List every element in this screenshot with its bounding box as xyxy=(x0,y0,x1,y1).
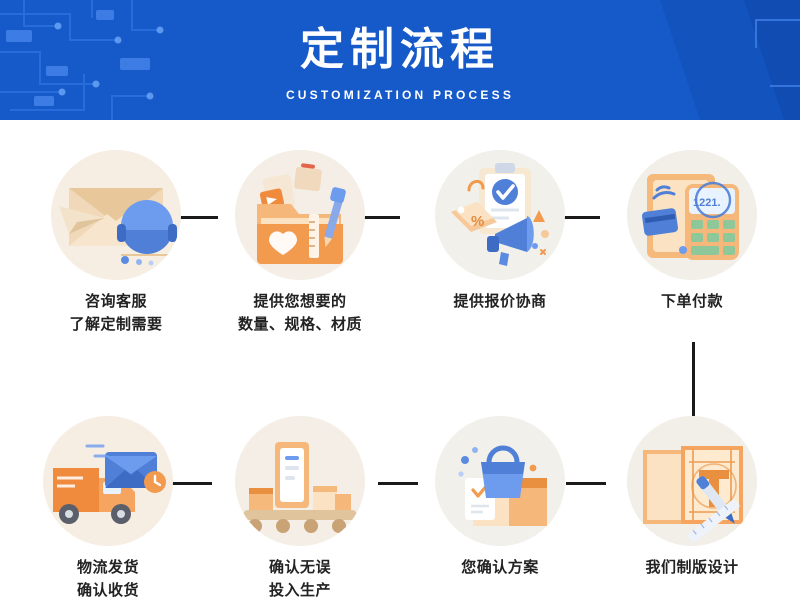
pos-payment-terminal-icon: 1221. xyxy=(627,150,757,280)
process-step-4-label: 下单付款 xyxy=(608,290,776,313)
process-step-7-label: 确认无误 投入生产 xyxy=(216,556,384,602)
process-step-5-label: 我们制版设计 xyxy=(608,556,776,579)
logistics-truck-icon xyxy=(43,416,173,546)
svg-text:1221.: 1221. xyxy=(693,197,721,209)
connector-step1-step2 xyxy=(178,216,218,219)
step-8-line-1: 物流发货 xyxy=(76,559,139,576)
process-step-3: % 提供报价协商 xyxy=(416,150,584,313)
process-step-7: 确认无误 投入生产 xyxy=(216,416,384,602)
connector-step4-step5 xyxy=(692,342,695,460)
plate-making-design-icon xyxy=(627,416,757,546)
step-7-line-1: 确认无误 xyxy=(268,559,331,576)
connector-step2-step3 xyxy=(360,216,400,219)
process-step-1: 咨询客服 了解定制需要 xyxy=(32,150,200,336)
connector-step5-step6 xyxy=(566,482,606,485)
step-1-line-1: 咨询客服 xyxy=(84,293,147,310)
process-step-3-label: 提供报价协商 xyxy=(416,290,584,313)
step-1-line-2: 了解定制需要 xyxy=(69,316,163,333)
connector-step3-step4 xyxy=(560,216,600,219)
connector-step6-step7 xyxy=(378,482,418,485)
step-2-line-1: 提供您想要的 xyxy=(253,293,347,310)
step-6-line-1: 您确认方案 xyxy=(461,559,539,576)
page-subtitle: CUSTOMIZATION PROCESS xyxy=(285,88,515,102)
process-step-8: 物流发货 确认收货 xyxy=(24,416,192,602)
process-step-8-label: 物流发货 确认收货 xyxy=(24,556,192,602)
step-8-line-2: 确认收货 xyxy=(76,582,139,599)
header-decoration xyxy=(0,0,800,120)
folder-requirements-icon xyxy=(235,150,365,280)
step-7-line-2: 投入生产 xyxy=(268,582,331,599)
production-conveyor-icon xyxy=(235,416,365,546)
process-step-4: 1221. 下单付款 xyxy=(608,150,776,313)
process-flow: 咨询客服 了解定制需要 xyxy=(0,120,800,609)
step-2-line-2: 数量、规格、材质 xyxy=(237,316,362,333)
page-title: 定制流程 xyxy=(300,25,500,74)
process-step-1-label: 咨询客服 了解定制需要 xyxy=(32,290,200,336)
header-banner: 定制流程 CUSTOMIZATION PROCESS xyxy=(0,0,800,120)
customer-service-envelope-icon xyxy=(51,150,181,280)
process-step-2: 提供您想要的 数量、规格、材质 xyxy=(216,150,384,336)
step-5-line-1: 我们制版设计 xyxy=(645,559,739,576)
process-step-5: 我们制版设计 xyxy=(608,416,776,579)
process-step-2-label: 提供您想要的 数量、规格、材质 xyxy=(216,290,384,336)
process-step-6: 您确认方案 xyxy=(416,416,584,579)
step-3-line-1: 提供报价协商 xyxy=(453,293,547,310)
process-step-6-label: 您确认方案 xyxy=(416,556,584,579)
step-4-line-1: 下单付款 xyxy=(660,293,723,310)
connector-step7-step8 xyxy=(172,482,212,485)
svg-text:%: % xyxy=(471,213,484,230)
confirm-plan-bag-icon xyxy=(435,416,565,546)
quotation-clipboard-megaphone-icon: % xyxy=(435,150,565,280)
